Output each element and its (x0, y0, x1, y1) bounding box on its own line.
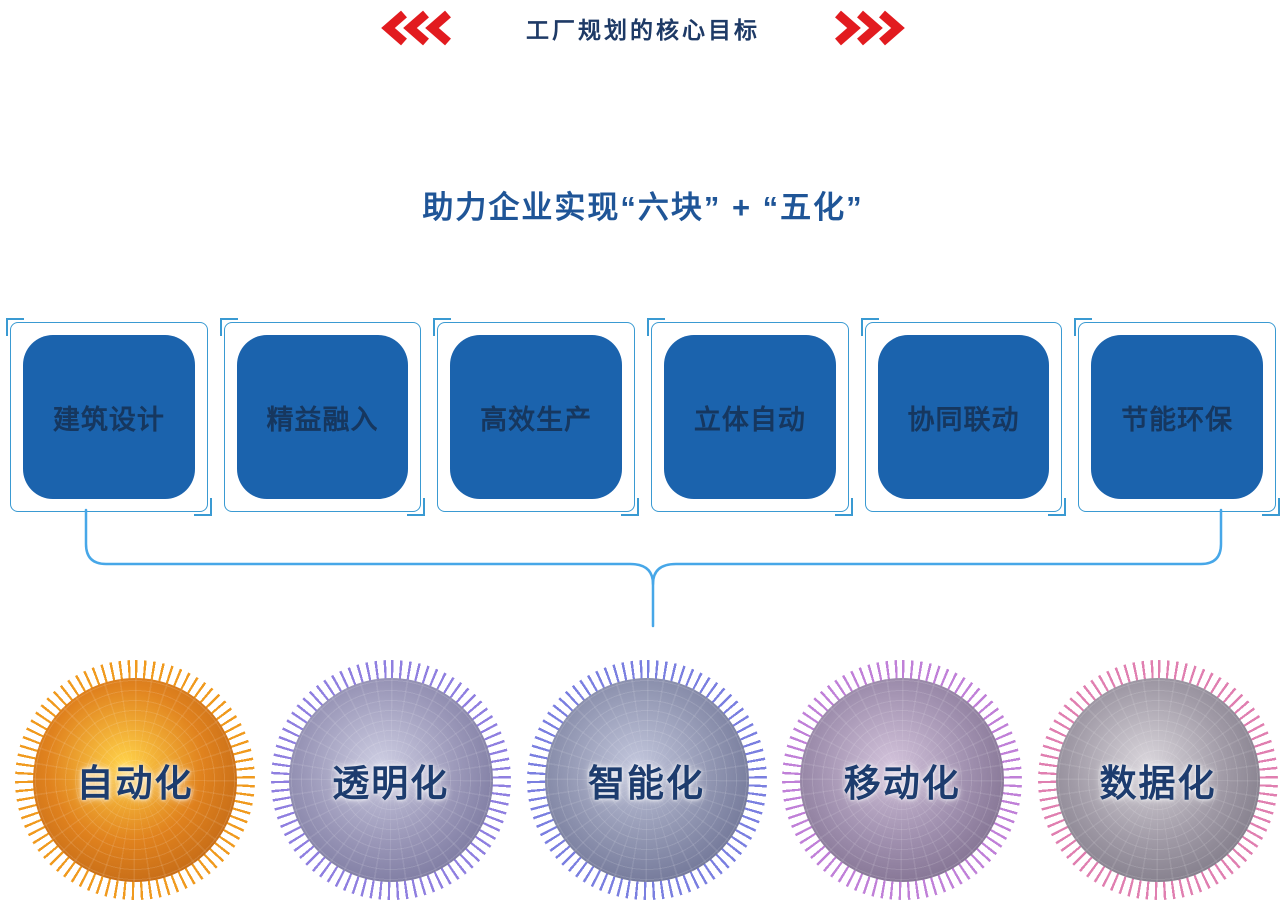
goal-box-frame: 高效生产 (433, 318, 639, 516)
page-title: 工厂规划的核心目标 (526, 17, 760, 43)
sphere-digitization: 数据化 (1038, 660, 1278, 900)
sphere-mobility: 移动化 (782, 660, 1023, 900)
triple-chevron-left-icon (381, 10, 451, 46)
goal-box: 建筑设计 (23, 335, 195, 499)
goal-box: 精益融入 (236, 335, 409, 499)
goal-box: 节能环保 (1091, 335, 1264, 499)
goal-box-frame: 节能环保 (1074, 318, 1280, 516)
goal-box: 立体自动 (664, 335, 836, 499)
goal-box-frame: 协同联动 (860, 318, 1067, 516)
goal-box-label: 高效生产 (480, 404, 593, 435)
goal-box-label: 精益融入 (266, 404, 379, 435)
sphere-label: 移动化 (843, 763, 961, 804)
sphere-label: 透明化 (332, 763, 450, 804)
goal-box: 协同联动 (877, 335, 1050, 499)
goal-boxes-row: 建筑设计 精益融入 高效生产 立体自动 协同联动 节能环保 (6, 318, 1280, 516)
sphere-label: 数据化 (1099, 763, 1217, 804)
sphere-label: 自动化 (76, 763, 194, 804)
goal-box-frame: 建筑设计 (6, 318, 212, 516)
goal-box-label: 协同联动 (907, 404, 1020, 435)
goal-box-label: 建筑设计 (52, 404, 165, 435)
sphere-transparency: 透明化 (270, 660, 511, 900)
sphere-label: 智能化 (588, 763, 705, 804)
sphere-intelligence: 智能化 (526, 660, 767, 900)
goal-box-label: 节能环保 (1121, 404, 1234, 435)
goal-box-frame: 精益融入 (219, 318, 426, 516)
goal-box-frame: 立体自动 (647, 318, 853, 516)
subtitle: 助力企业实现“六块” + “五化” (422, 190, 864, 225)
sphere-automation: 自动化 (15, 660, 255, 900)
header: 工厂规划的核心目标 (0, 10, 1286, 46)
triple-chevron-right-icon (835, 10, 905, 46)
spheres-row: 自动化 透明化 智能化 移动化 数据化 (15, 660, 1278, 900)
goal-box: 高效生产 (450, 335, 623, 499)
goal-box-label: 立体自动 (693, 404, 806, 435)
brace-connector (84, 508, 1223, 628)
